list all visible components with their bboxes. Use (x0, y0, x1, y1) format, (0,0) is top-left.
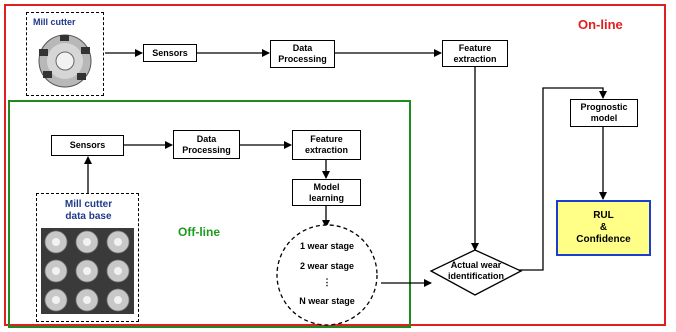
model-learning-box: Model learning (292, 179, 361, 206)
online-feature-extraction-box: Feature extraction (442, 40, 508, 67)
offline-feature-extraction-box: Feature extraction (292, 130, 361, 160)
wear-stage-n: N wear stage (299, 296, 355, 306)
online-cutter-panel: Mill cutter (26, 12, 104, 96)
offline-frame (8, 100, 411, 328)
offline-sensors-box: Sensors (51, 135, 124, 156)
actual-wear-diamond (429, 249, 523, 296)
wear-stage-2: 2 wear stage (299, 261, 355, 271)
database-cutter-grid (41, 228, 134, 314)
online-label: On-line (578, 17, 623, 32)
wear-stage-ellipsis: ⋮ (322, 277, 332, 287)
prognostic-model-box: Prognostic model (570, 99, 638, 127)
wear-stage-1: 1 wear stage (299, 241, 355, 251)
mill-cutter-image (38, 34, 92, 88)
database-label: Mill cutter data base (64, 199, 113, 222)
online-cutter-label: Mill cutter (33, 17, 76, 27)
rul-confidence-box: RUL & Confidence (556, 200, 651, 256)
mill-cutter-database: Mill cutter data base (36, 193, 139, 322)
offline-data-processing-box: Data Processing (173, 130, 240, 159)
online-data-processing-box: Data Processing (270, 40, 335, 68)
offline-label: Off-line (178, 225, 220, 239)
online-sensors-box: Sensors (143, 44, 197, 62)
actual-wear-label: Actual wear identification (448, 260, 504, 281)
wear-stage-circle (276, 224, 378, 326)
